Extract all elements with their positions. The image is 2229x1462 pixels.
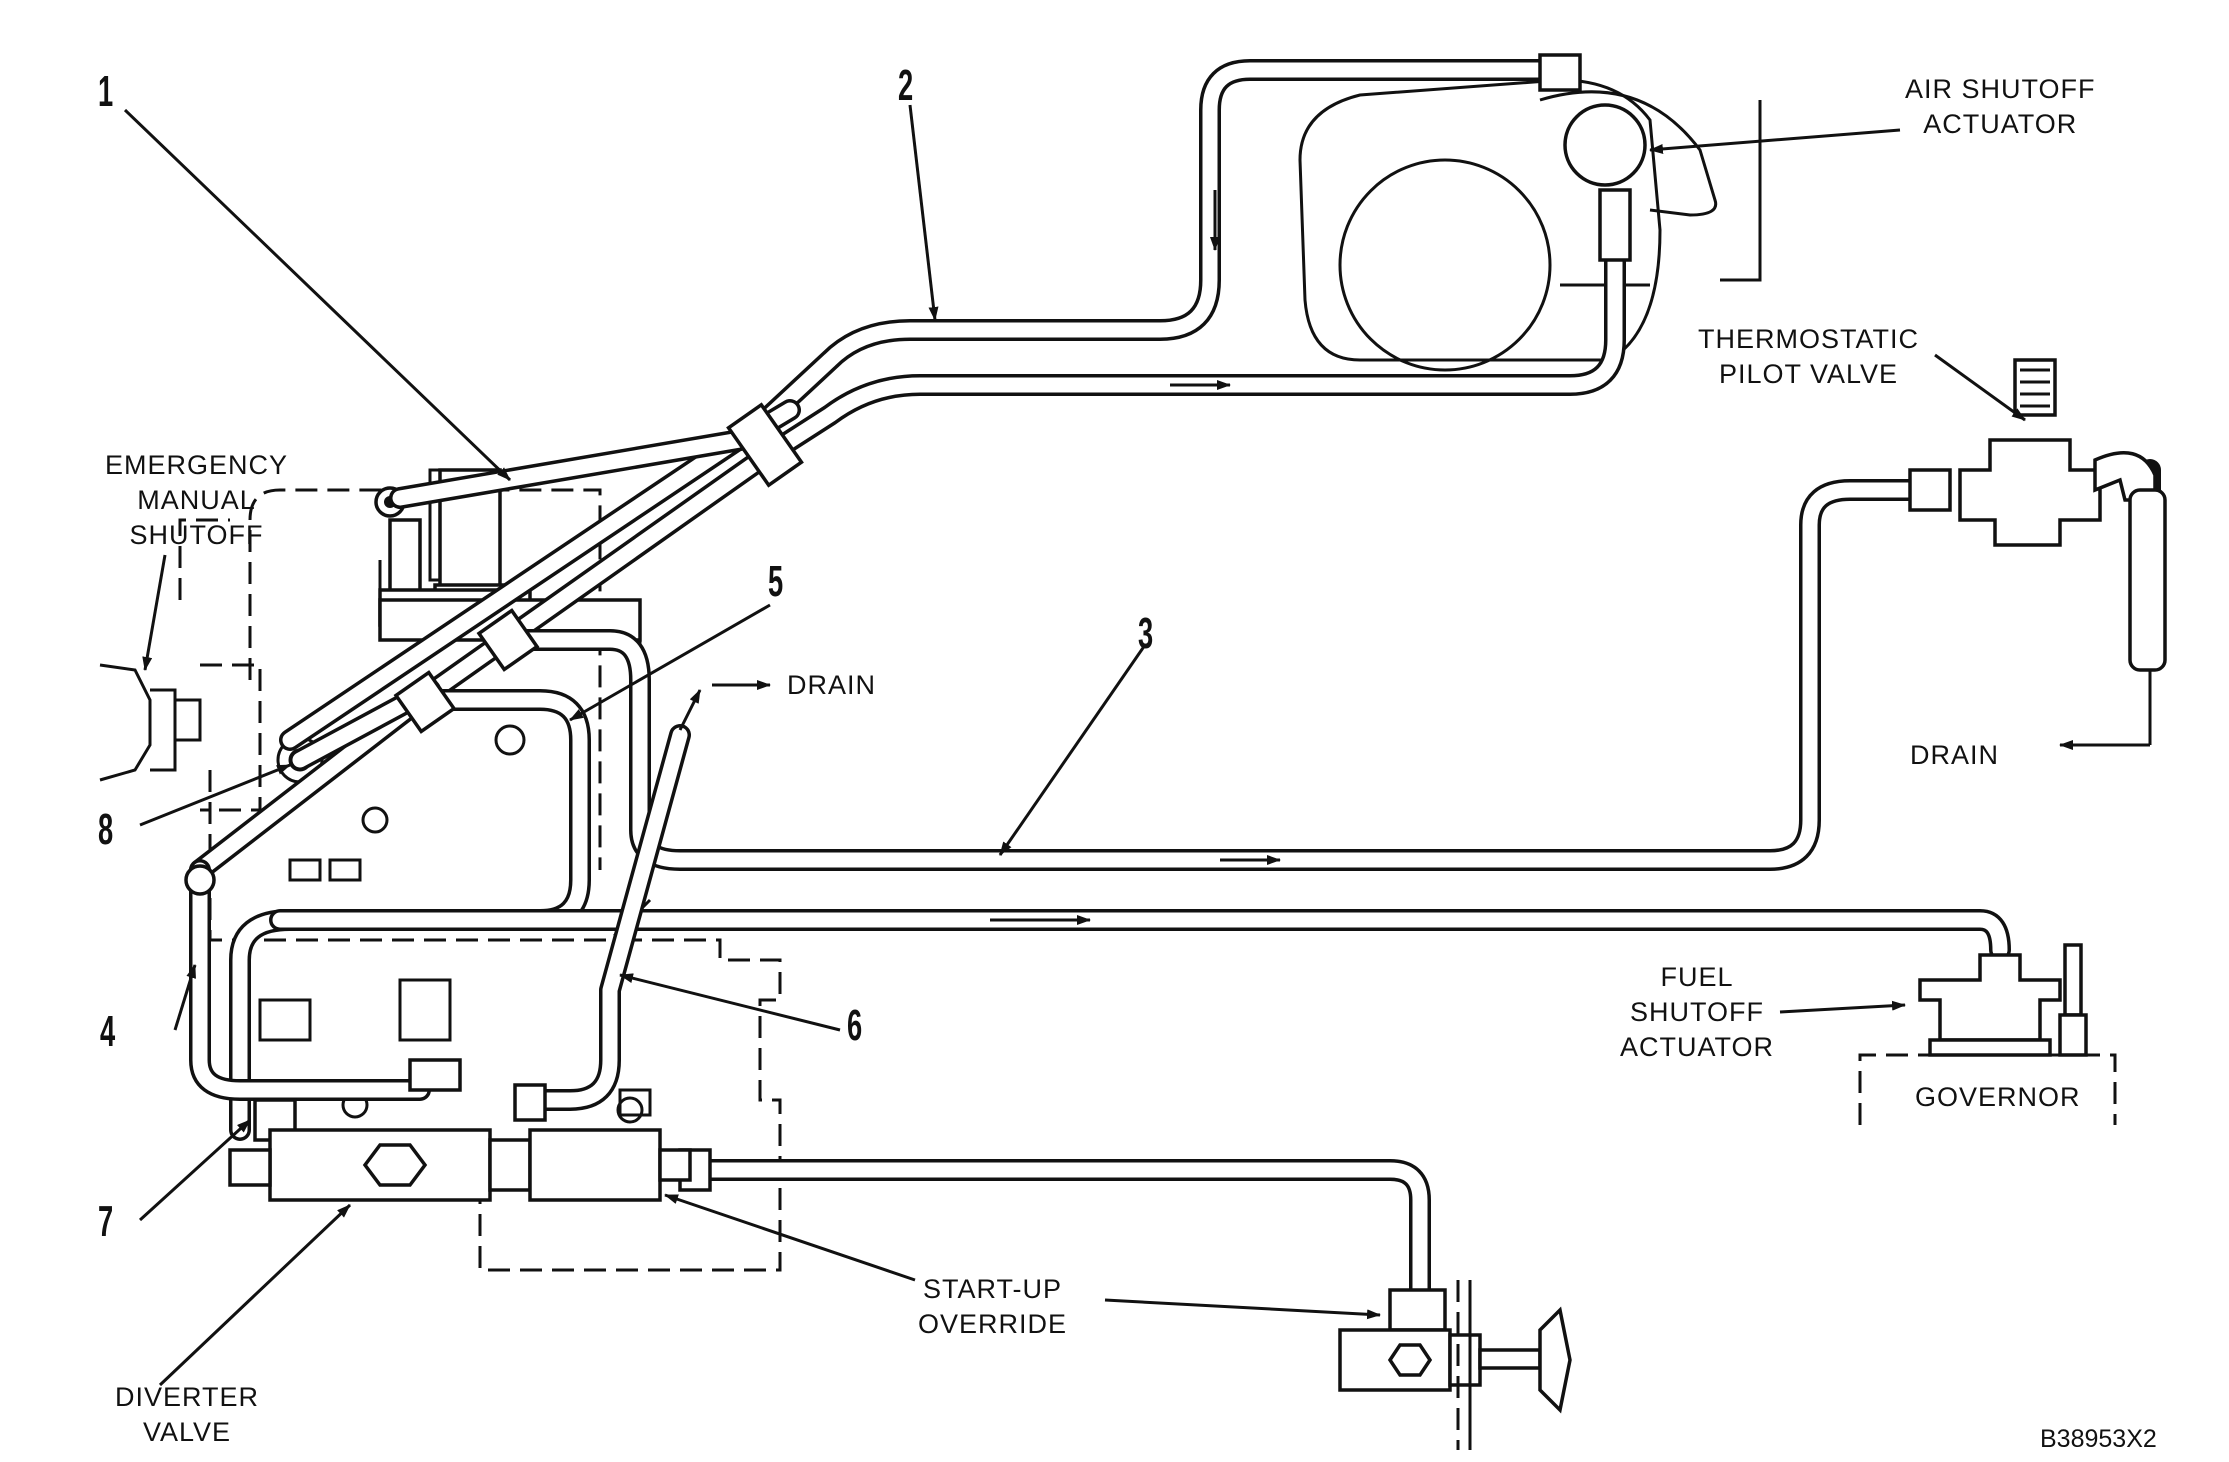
callout-6: 6 xyxy=(847,1001,863,1050)
callout-7: 7 xyxy=(98,1197,114,1246)
governor-outline xyxy=(1858,1053,2117,1125)
label-fuel-shutoff-actuator: FUEL SHUTOFF ACTUATOR xyxy=(1620,962,1775,1062)
tube-start-up-override xyxy=(669,1159,1431,1301)
turbo-housing xyxy=(1298,78,1762,372)
tube-air-actuator-return xyxy=(189,219,1626,881)
callout-8: 8 xyxy=(98,805,114,854)
tube-line-2 xyxy=(279,59,1571,751)
tube-line-4 xyxy=(189,859,431,1101)
diverter-valve xyxy=(228,1128,692,1202)
fuel-shutoff-actuator xyxy=(1918,943,2088,1057)
label-drain-right: DRAIN xyxy=(1910,740,2000,770)
tube-fittings xyxy=(184,53,1952,1192)
tube-line-6 xyxy=(529,724,691,1111)
label-start-up-override: START-UP OVERRIDE xyxy=(918,1274,1068,1339)
start-up-override-valve xyxy=(1338,1280,1572,1450)
tube-line-3 xyxy=(509,479,1941,871)
figure-id: B38953X2 xyxy=(2040,1425,2157,1453)
leader-lines xyxy=(123,104,2026,1387)
label-thermostatic-pilot-valve: THERMOSTATIC PILOT VALVE xyxy=(1698,324,1919,389)
callout-4: 4 xyxy=(100,1007,116,1056)
label-drain-top: DRAIN xyxy=(787,670,877,700)
tube-fuel-shutoff xyxy=(269,909,2011,961)
label-air-shutoff-actuator: AIR SHUTOFF ACTUATOR xyxy=(1905,74,2096,139)
label-governor: GOVERNOR xyxy=(1915,1082,2081,1112)
flow-arrows xyxy=(990,190,1281,925)
callout-1: 1 xyxy=(98,67,114,116)
callout-2: 2 xyxy=(898,61,914,110)
thermostatic-pilot-valve xyxy=(1958,358,2167,750)
label-emergency-manual-shutoff: EMERGENCY MANUAL SHUTOFF xyxy=(105,450,289,550)
callout-5: 5 xyxy=(768,557,784,606)
label-diverter-valve: DIVERTER VALVE xyxy=(115,1382,260,1447)
callout-3: 3 xyxy=(1138,609,1154,658)
